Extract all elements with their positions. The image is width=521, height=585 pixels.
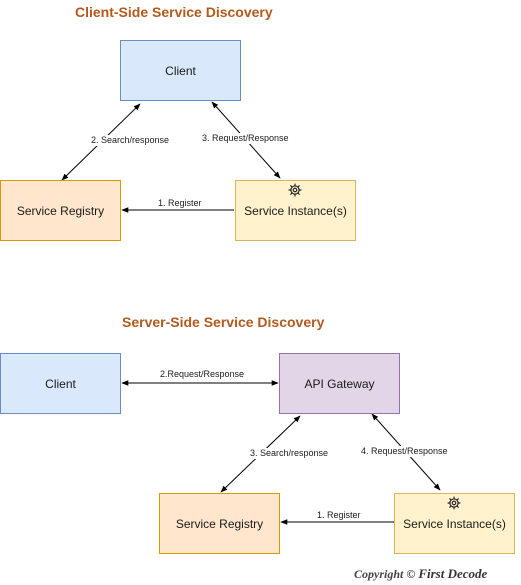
edge-label-register-server: 1. Register xyxy=(316,510,362,521)
client-label: Client xyxy=(165,63,196,78)
client-box: Client xyxy=(120,40,241,101)
server-side-title: Server-Side Service Discovery xyxy=(122,314,325,330)
service-instance-box: Service Instance(s) xyxy=(235,180,356,241)
server-service-instance-label: Service Instance(s) xyxy=(403,516,506,531)
client-side-title: Client-Side Service Discovery xyxy=(75,4,273,20)
copyright-symbol: © xyxy=(406,567,416,581)
server-client-box: Client xyxy=(0,353,121,414)
edge-label-search: 2. Search/response xyxy=(90,135,171,146)
edge-label-request-instance: 4. Request/Response xyxy=(360,446,449,457)
server-service-instance-box: Service Instance(s) xyxy=(394,493,515,554)
server-service-registry-box: Service Registry xyxy=(159,493,280,554)
api-gateway-label: API Gateway xyxy=(304,376,375,391)
edge-label-request: 3. Request/Response xyxy=(201,133,290,144)
gear-icon xyxy=(288,183,302,197)
service-registry-box: Service Registry xyxy=(0,180,121,241)
gear-icon xyxy=(447,496,461,510)
copyright-word: Copyright xyxy=(354,567,404,581)
service-registry-label: Service Registry xyxy=(16,203,105,218)
server-service-registry-label: Service Registry xyxy=(175,516,264,531)
edge-label-register: 1. Register xyxy=(157,198,203,209)
brand-name: First Decode xyxy=(418,566,488,581)
server-client-label: Client xyxy=(45,376,76,391)
copyright-watermark: Copyright © First Decode xyxy=(354,566,487,582)
edge-label-request-client: 2.Request/Response xyxy=(159,369,246,380)
edge-label-search-server: 3. Search/response xyxy=(249,448,330,459)
service-instance-label: Service Instance(s) xyxy=(244,203,347,218)
api-gateway-box: API Gateway xyxy=(279,353,400,414)
